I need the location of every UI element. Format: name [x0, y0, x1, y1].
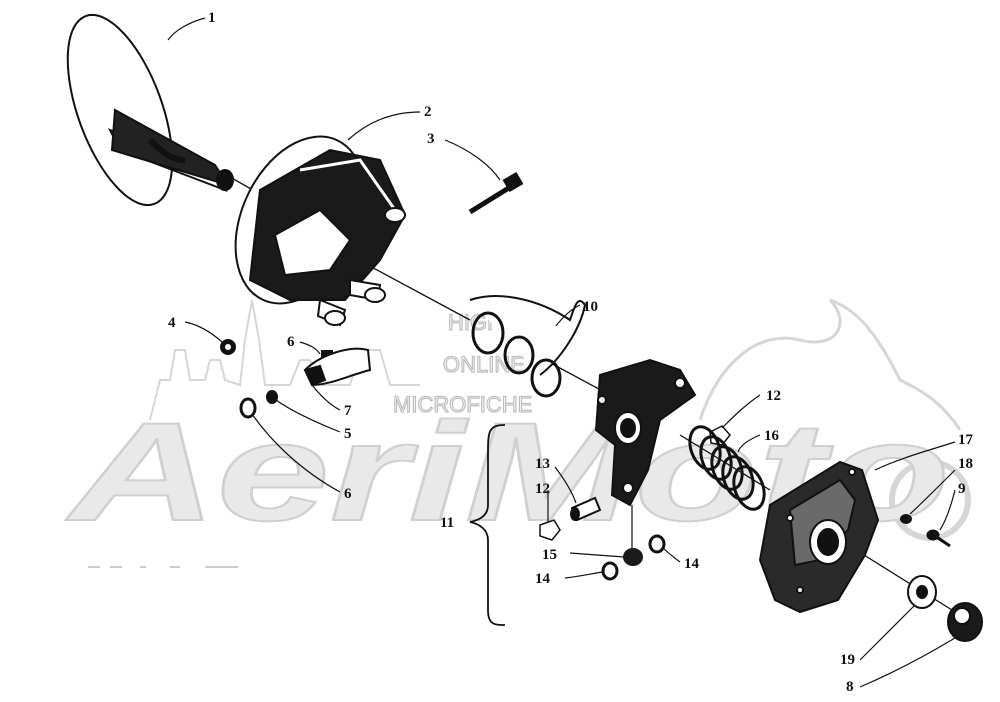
callout-12-upper: 12 [766, 388, 781, 404]
callout-17: 17 [958, 432, 974, 448]
callout-19: 19 [840, 652, 855, 668]
callout-5: 5 [344, 426, 352, 442]
callout-11: 11 [440, 515, 454, 531]
callout-14-right: 14 [684, 556, 700, 572]
callout-18: 18 [958, 456, 973, 472]
fixed-sheave [66, 13, 234, 207]
callout-15: 15 [542, 547, 557, 563]
callout-3: 3 [427, 131, 435, 147]
bolt [468, 171, 524, 215]
callout-10: 10 [583, 299, 598, 315]
washer-18 [900, 514, 912, 524]
lock-washer-19 [907, 575, 937, 609]
leader-lines [167, 17, 956, 688]
callout-7: 7 [344, 403, 352, 419]
roller-15 [623, 548, 643, 566]
spider-11 [594, 358, 697, 507]
callout-6-upper: 6 [287, 334, 295, 350]
callout-16: 16 [764, 428, 780, 444]
callout-14-left: 14 [535, 571, 551, 587]
spring-16 [688, 425, 766, 511]
washer-14-left [601, 561, 619, 581]
callout-1: 1 [208, 10, 216, 26]
callouts: 1 2 3 4 6 7 5 6 10 12 16 13 12 11 15 14 … [168, 10, 974, 695]
callout-4: 4 [168, 315, 176, 331]
callout-8: 8 [846, 679, 854, 695]
group-11-bracket [469, 424, 506, 626]
callout-6-lower: 6 [344, 486, 352, 502]
watermark-skyline [149, 299, 420, 421]
callout-12-lower: 12 [535, 481, 550, 497]
callout-9: 9 [958, 481, 966, 497]
watermark-line3: MICROFICHE [393, 392, 532, 417]
movable-sheave [234, 135, 407, 327]
cap-12-lower [539, 519, 561, 541]
end-cap-8 [947, 602, 983, 642]
nut [220, 339, 236, 355]
watermark-line2: ONLINE [443, 352, 525, 377]
bushing-5 [266, 390, 278, 404]
cover-17 [758, 460, 880, 614]
washer-6-lower [239, 397, 257, 419]
washer-stack-10 [469, 295, 587, 398]
callout-13: 13 [535, 456, 550, 472]
roller-weight-7 [303, 347, 372, 387]
cap-12-upper [709, 425, 731, 446]
watermark-motorcycle [698, 298, 962, 431]
pin-13 [570, 496, 602, 522]
callout-2: 2 [424, 104, 432, 120]
washer-14-right [648, 534, 666, 554]
screw-9 [926, 529, 951, 548]
